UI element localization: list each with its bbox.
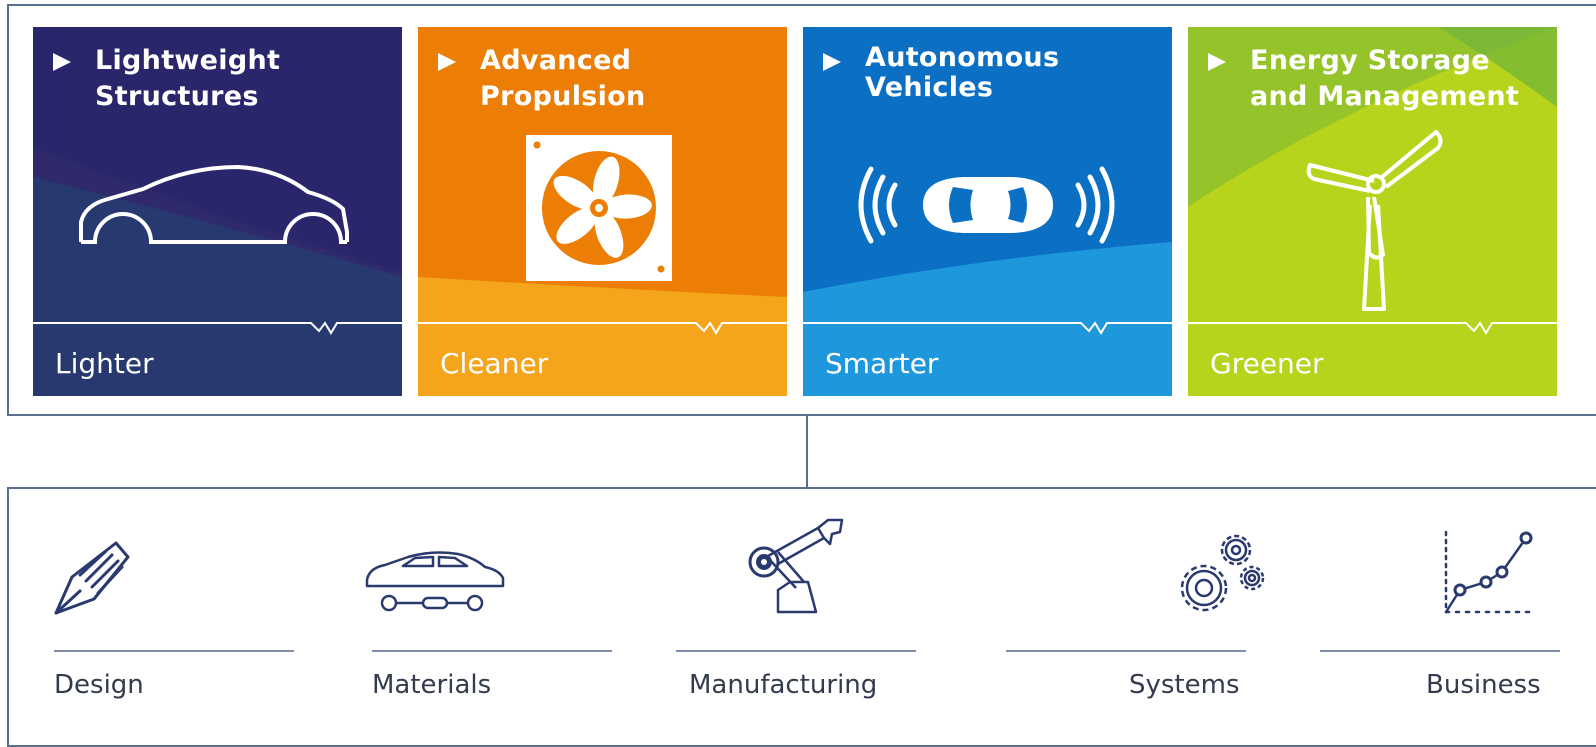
focus-areas-panel	[7, 4, 1596, 416]
pillar-label-business: Business	[1426, 670, 1541, 700]
tile-title: Advanced Propulsion	[480, 43, 646, 115]
tile-footer: Cleaner	[440, 347, 549, 380]
tile-footer: Lighter	[55, 347, 154, 380]
tile-title-line1: Energy Storage	[1250, 45, 1490, 76]
play-triangle-icon	[438, 53, 456, 71]
tile-title: Energy Storage and Management	[1250, 43, 1519, 115]
tile-title-line2: and Management	[1250, 81, 1520, 112]
connector-line	[806, 416, 808, 487]
tile-title-line2: Vehicles	[865, 72, 994, 103]
tile-title-line1: Lightweight	[95, 45, 281, 76]
robot-arm-icon	[748, 518, 844, 614]
pillar-label-materials: Materials	[372, 670, 492, 700]
pillar-label-design: Design	[54, 670, 144, 700]
tile-title: Autonomous Vehicles	[865, 43, 1059, 103]
footer-divider	[803, 321, 1172, 335]
pillar-label-manufacturing: Manufacturing	[689, 670, 878, 700]
tile-title-line1: Advanced	[480, 45, 632, 76]
pillar-rule	[1320, 650, 1560, 652]
play-triangle-icon	[823, 53, 841, 71]
tile-autonomous-vehicles: Autonomous Vehicles Smarter	[803, 27, 1172, 396]
play-triangle-icon	[53, 53, 71, 71]
pillar-rule	[1006, 650, 1246, 652]
pillar-rule	[676, 650, 916, 652]
tile-title-line2: Structures	[95, 81, 259, 112]
footer-divider	[33, 321, 402, 335]
play-triangle-icon	[1208, 53, 1226, 71]
growth-chart-icon	[1444, 530, 1534, 614]
tile-advanced-propulsion: Advanced Propulsion Cleaner	[418, 27, 787, 396]
tile-footer: Smarter	[825, 347, 939, 380]
vehicle-frame-icon	[365, 551, 505, 612]
gears-icon	[1180, 534, 1265, 612]
pillar-rule	[54, 650, 294, 652]
tile-background	[1188, 27, 1557, 396]
wind-turbine-icon	[1306, 130, 1443, 311]
tile-title-line2: Propulsion	[480, 81, 646, 112]
footer-divider	[1188, 321, 1557, 335]
fan-icon	[526, 135, 672, 281]
car-signal-icon	[858, 166, 1115, 244]
pillar-label-systems: Systems	[1129, 670, 1240, 700]
pillar-rule	[372, 650, 612, 652]
tile-lightweight-structures: Lightweight Structures Lighter	[33, 27, 402, 396]
tile-energy-storage: Energy Storage and Management Greener	[1188, 27, 1557, 396]
car-outline-icon	[79, 165, 349, 244]
tile-title-line1: Autonomous	[865, 42, 1060, 73]
pen-icon	[54, 541, 130, 615]
tile-footer: Greener	[1210, 347, 1324, 380]
footer-divider	[418, 321, 787, 335]
tile-title: Lightweight Structures	[95, 43, 280, 115]
